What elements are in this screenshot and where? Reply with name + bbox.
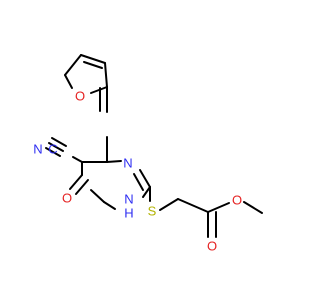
bond-n1-c6 xyxy=(103,201,116,210)
atom-ring-NH-H: H xyxy=(124,206,133,221)
atom-thio-S: S xyxy=(148,204,157,219)
bond-carbonylC-Omethoxy xyxy=(207,202,230,213)
bond-Omethoxy-ch3 xyxy=(243,201,263,214)
atom-carbonyl-O: O xyxy=(62,191,72,206)
atom-cyano-C: C xyxy=(48,142,57,157)
bond-cyano-triple-3 xyxy=(45,147,61,157)
atom-labels: O N C N O N H S O O xyxy=(33,89,242,254)
atom-furan-O: O xyxy=(75,89,85,104)
bond-n3-c2 xyxy=(139,169,151,188)
bond-c6-carbonylO-double xyxy=(75,179,89,195)
bond-c3-c4 xyxy=(80,54,106,64)
bond-ch2-carbonylC xyxy=(177,198,209,213)
atom-ester-O-carbonyl: O xyxy=(207,239,217,254)
atom-cyano-N: N xyxy=(33,142,42,157)
bond-c3-c4-double xyxy=(83,61,103,69)
bond-cyano-triple-2 xyxy=(51,137,67,147)
bond-S-ch2 xyxy=(159,198,179,211)
atom-ring-NH: N xyxy=(124,192,133,207)
bond-cyano-c5 xyxy=(72,156,83,163)
bond-n3-c2-double xyxy=(133,173,144,191)
bond-c4-c5 xyxy=(104,62,108,88)
atom-ring-N3: N xyxy=(123,156,132,171)
bond-c4pyr-n3 xyxy=(106,160,122,163)
atom-ester-O-methoxy: O xyxy=(232,193,242,208)
molecule-structure: O N C N O N H S O O xyxy=(33,54,263,254)
bond-furanO-c2 xyxy=(64,74,73,89)
bond-cyano-triple-1 xyxy=(48,142,64,152)
bond-c2-n1 xyxy=(142,186,151,198)
bond-c6-carbonylO xyxy=(69,174,83,190)
bond-c2-c3 xyxy=(64,54,82,76)
bond-c6-c5pyr xyxy=(90,189,105,203)
bonds xyxy=(45,54,263,238)
